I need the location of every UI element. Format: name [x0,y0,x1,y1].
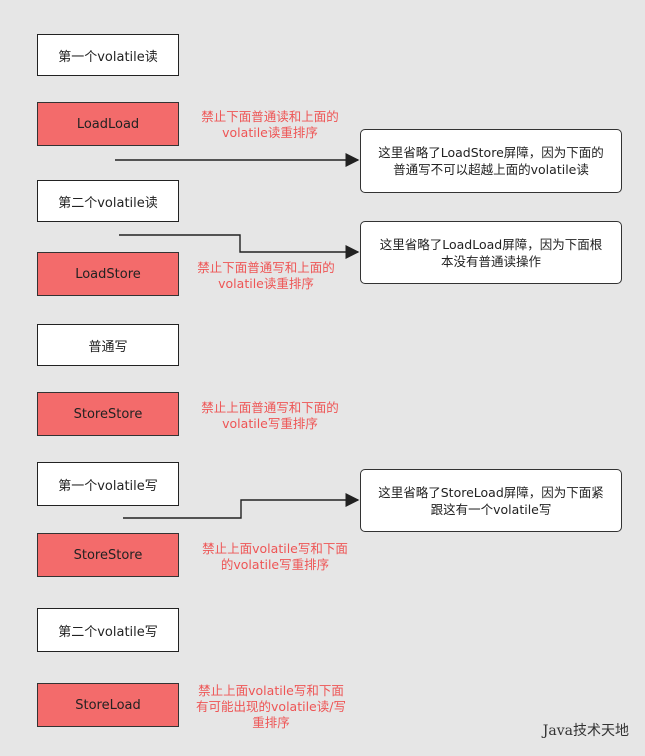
loadstore-explanation-line-1: 禁止下面普通写和上面的 [197,260,335,275]
storeload-explanation-line-1: 禁止上面volatile写和下面 [198,683,344,698]
loadload-explanation-line-1: 禁止下面普通读和上面的 [201,109,339,124]
note-omitted-loadstore: 这里省略了LoadStore屏障，因为下面的 普通写不可以超越上面的volati… [360,129,622,193]
loadstore-explanation: 禁止下面普通写和上面的 volatile读重排序 [186,260,346,292]
watermark-text: Java技术天地 [542,723,629,739]
storestore-explanation-2-line-1: 禁止上面volatile写和下面 [202,541,348,556]
storestore-explanation-2: 禁止上面volatile写和下面 的volatile写重排序 [190,541,360,573]
loadload-barrier-label: LoadLoad [76,116,140,132]
storeload-explanation: 禁止上面volatile写和下面 有可能出现的volatile读/写 重排序 [186,683,356,731]
arrow-to-note2 [119,234,360,259]
storeload-barrier-box: StoreLoad [37,683,179,727]
note-omitted-loadstore-line-1: 这里省略了LoadStore屏障，因为下面的 [378,145,604,160]
note-omitted-loadstore-line-2: 普通写不可以超越上面的volatile读 [393,162,589,177]
loadstore-explanation-line-2: volatile读重排序 [218,276,314,291]
second-volatile-write-label: 第二个volatile写 [58,624,158,640]
loadload-explanation-line-2: volatile读重排序 [222,125,318,140]
note-omitted-loadload-line-1: 这里省略了LoadLoad屏障，因为下面根 [379,236,603,252]
normal-write-box: 普通写 [37,324,179,366]
second-volatile-read-label: 第二个volatile读 [58,195,158,211]
first-volatile-read-box: 第一个volatile读 [37,34,179,76]
first-volatile-write-box: 第一个volatile写 [37,462,179,506]
loadload-barrier-box: LoadLoad [37,102,179,146]
loadstore-barrier-box: LoadStore [37,252,179,296]
first-volatile-write-label: 第一个volatile写 [58,478,158,494]
storestore-barrier-label-2: StoreStore [73,547,143,563]
second-volatile-read-box: 第二个volatile读 [37,180,179,222]
note-omitted-loadload: 这里省略了LoadLoad屏障，因为下面根 本没有普通读操作 [360,221,622,284]
storestore-explanation-1: 禁止上面普通写和下面的 volatile写重排序 [190,400,350,432]
note-omitted-loadload-line-2: 本没有普通读操作 [440,253,541,269]
first-volatile-read-label: 第一个volatile读 [58,49,158,65]
storestore-explanation-1-line-1: 禁止上面普通写和下面的 [201,400,339,415]
storestore-barrier-box-1: StoreStore [37,392,179,436]
normal-write-label: 普通写 [88,339,128,355]
loadload-explanation: 禁止下面普通读和上面的 volatile读重排序 [190,109,350,141]
arrow-to-note3 [123,493,360,519]
storestore-explanation-1-line-2: volatile写重排序 [222,416,318,431]
storestore-barrier-label-1: StoreStore [73,406,143,422]
storeload-explanation-line-2: 有可能出现的volatile读/写 [196,699,346,714]
storestore-explanation-2-line-2: 的volatile写重排序 [220,557,330,572]
note-omitted-storeload-line-2: 跟这有一个volatile写 [430,501,552,517]
storeload-barrier-label: StoreLoad [75,697,141,713]
storeload-explanation-line-3: 重排序 [252,715,290,730]
loadstore-barrier-label: LoadStore [75,266,141,282]
storestore-barrier-box-2: StoreStore [37,533,179,577]
note-omitted-storeload-line-1: 这里省略了StoreLoad屏障，因为下面紧 [378,484,604,500]
second-volatile-write-box: 第二个volatile写 [37,608,179,652]
note-omitted-storeload: 这里省略了StoreLoad屏障，因为下面紧 跟这有一个volatile写 [360,469,622,532]
